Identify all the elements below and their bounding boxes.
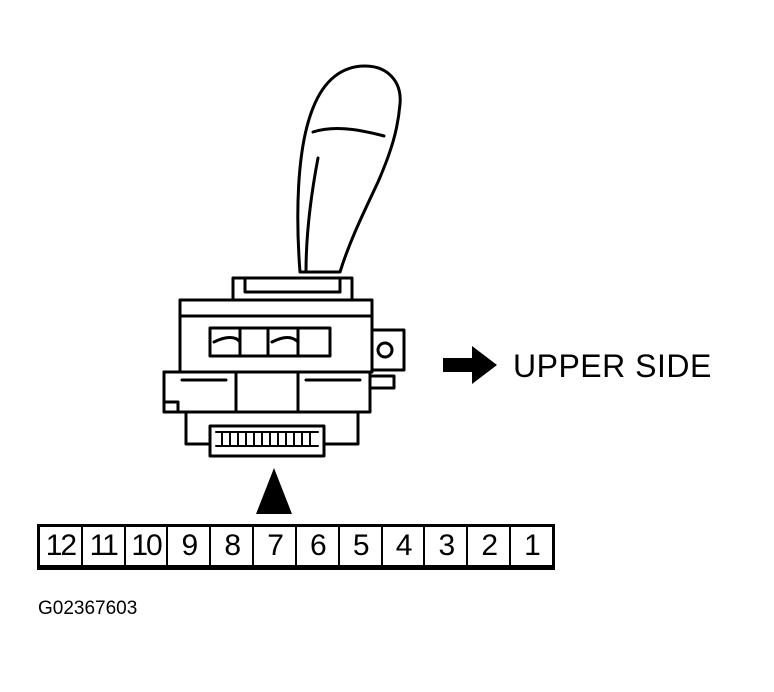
pin-cell-10: 10 xyxy=(126,527,169,565)
upper-side-label: UPPER SIDE xyxy=(513,348,712,384)
pointer-triangle xyxy=(256,468,292,514)
pin-cell-3: 3 xyxy=(425,527,469,565)
pin-cell-4: 4 xyxy=(383,527,426,565)
pin-cell-8: 8 xyxy=(211,527,255,565)
pin-cell-5: 5 xyxy=(340,527,383,565)
switch-body xyxy=(162,276,406,458)
pin-cell-6: 6 xyxy=(297,527,340,565)
switch-lever xyxy=(296,64,402,274)
arrow-right-icon xyxy=(443,346,497,384)
pin-cell-1: 1 xyxy=(524,529,541,562)
pin-cell-11: 11 xyxy=(83,527,126,565)
figure-code: G02367603 xyxy=(38,598,138,619)
pin-cell-2: 2 xyxy=(468,527,512,565)
pin-cell-12: 12 xyxy=(40,527,83,565)
connector-terminals xyxy=(215,431,319,447)
pin-cell-9: 9 xyxy=(168,527,212,565)
pin-cell-7: 7 xyxy=(254,527,297,565)
